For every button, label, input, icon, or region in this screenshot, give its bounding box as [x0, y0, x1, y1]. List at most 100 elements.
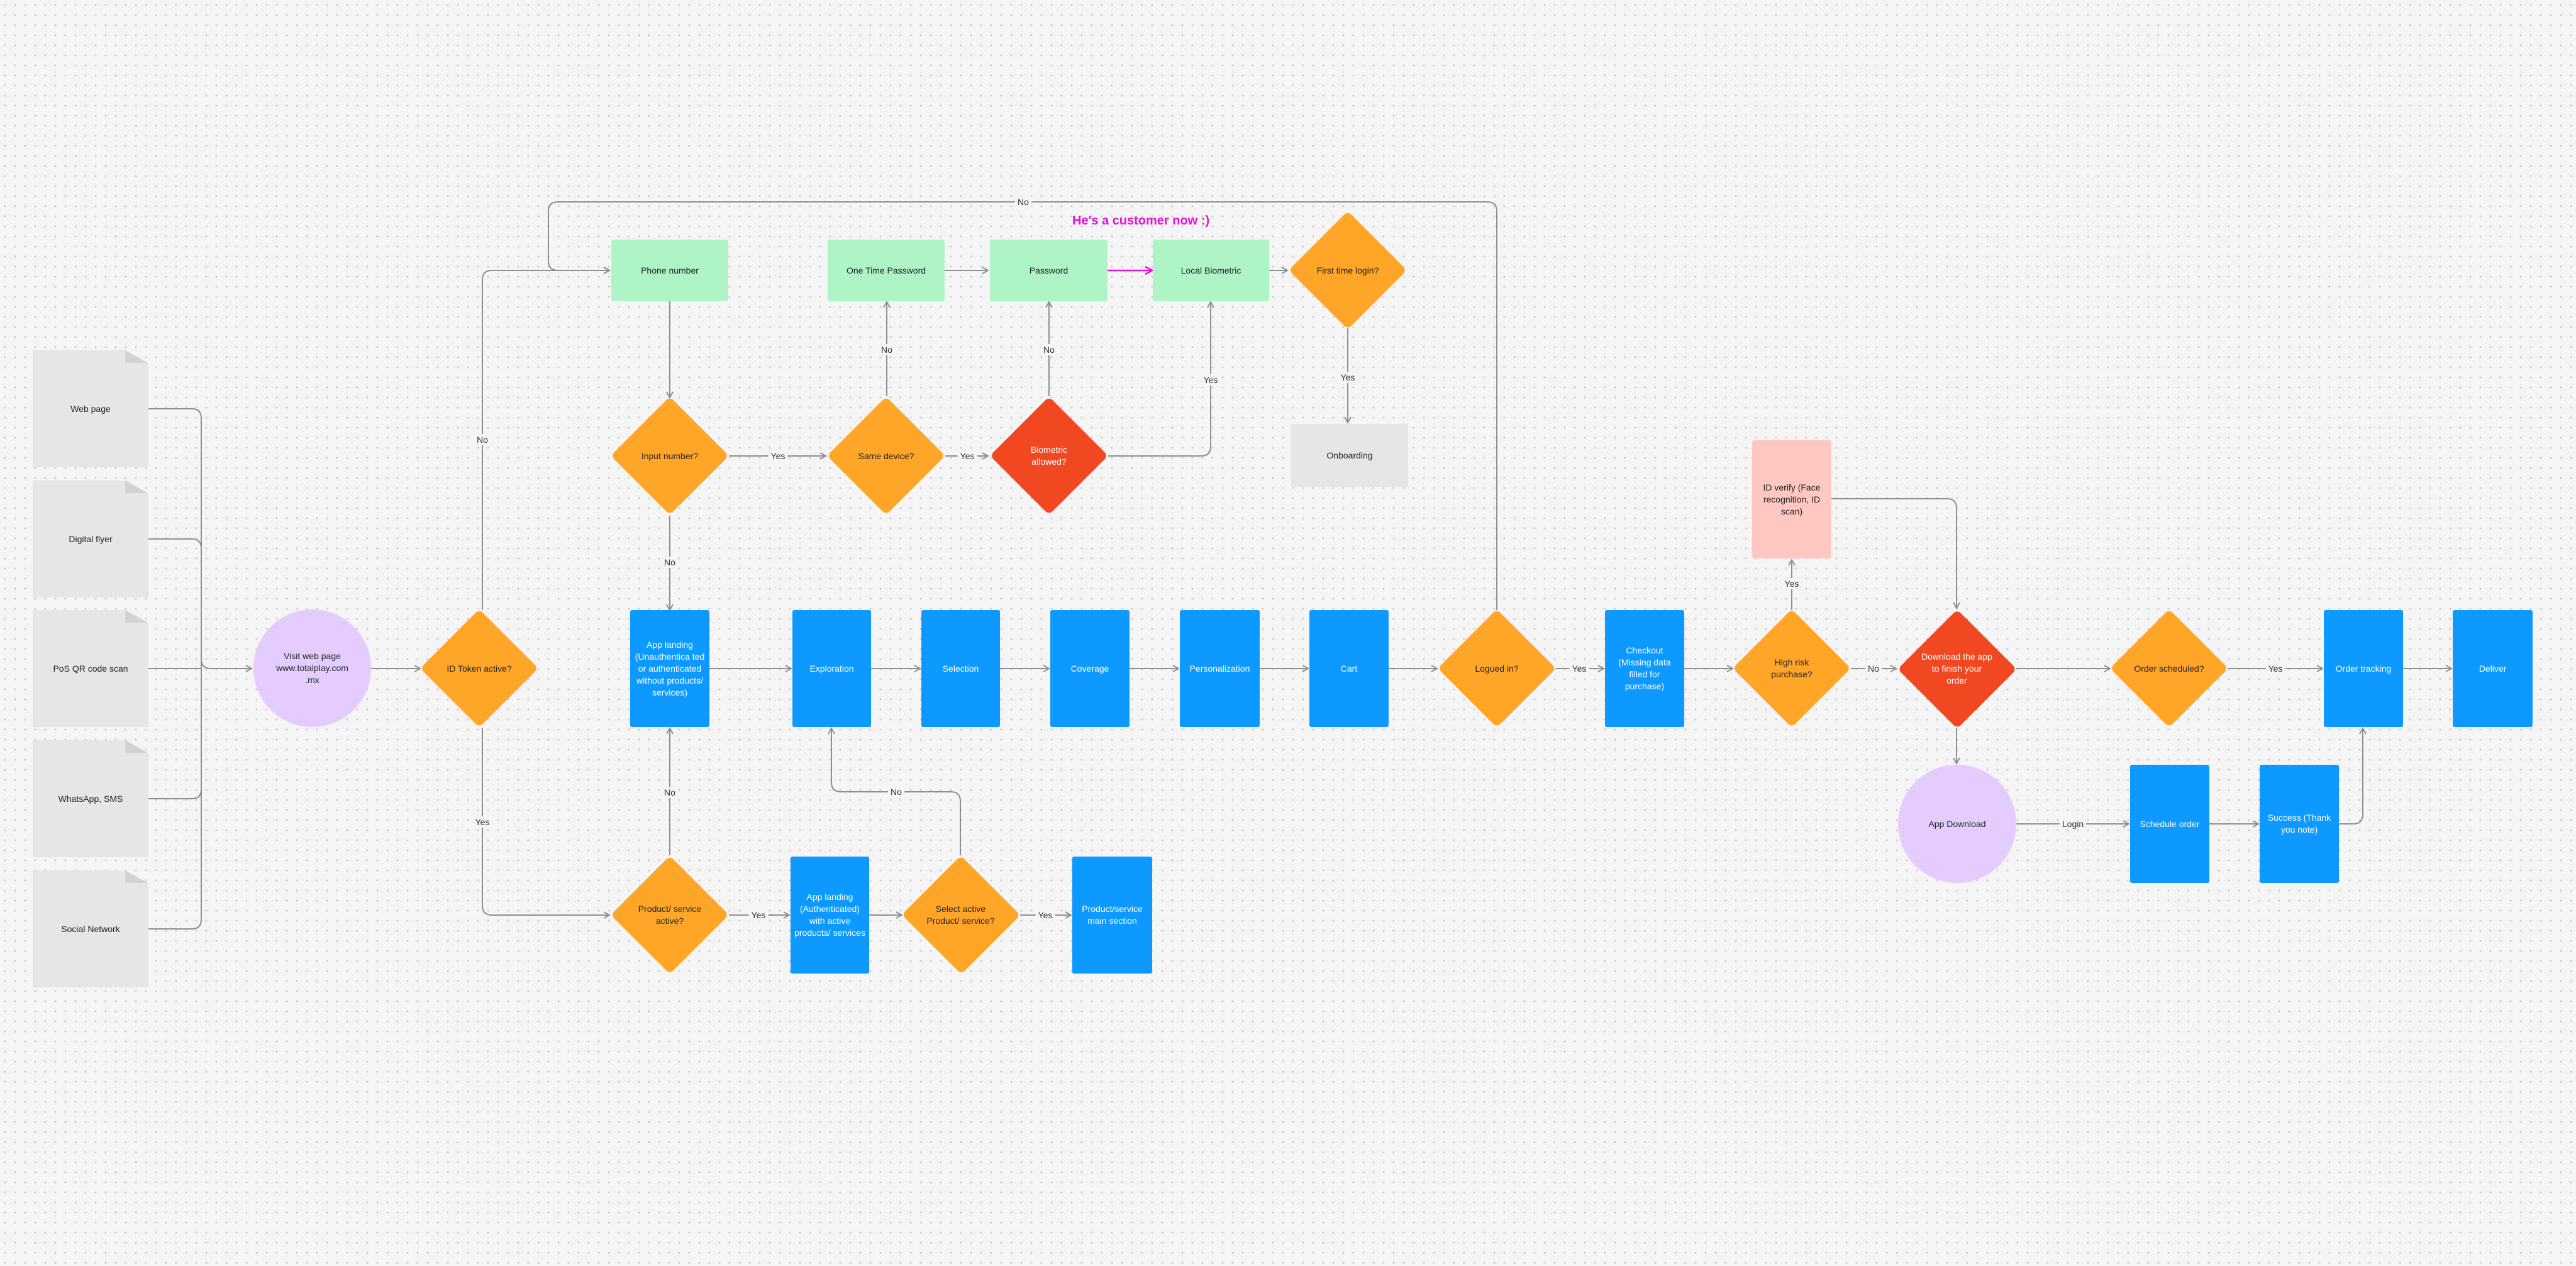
node-label: Download the app to finish your order — [1921, 652, 1992, 686]
node-label: Exploration — [809, 663, 854, 674]
onboarding[interactable]: Onboarding — [1291, 424, 1408, 487]
source-label: Social Network — [61, 923, 120, 934]
decision-id-token[interactable]: ID Token active? — [420, 609, 538, 728]
cart[interactable]: Cart — [1309, 610, 1389, 727]
decision-logged-in[interactable]: Logued in? — [1438, 609, 1556, 728]
app-landing-unauthenticated[interactable]: App landing (Unauthentica ted or authent… — [630, 610, 709, 727]
edge-idtoken-phone — [482, 270, 609, 610]
edge-label-yes: Yes — [1035, 909, 1055, 921]
edge-label-no: No — [888, 786, 904, 797]
edge-label-yes: Yes — [472, 816, 492, 828]
edge-label-yes: Yes — [957, 450, 977, 462]
success-thank-you[interactable]: Success (Thank you note) — [2260, 765, 2339, 883]
edge-label-no: No — [662, 787, 678, 798]
personalization[interactable]: Personalization — [1180, 610, 1260, 727]
decision-order-scheduled[interactable]: Order scheduled? — [2110, 609, 2228, 728]
node-label: Personalization — [1189, 663, 1250, 674]
source-web-page[interactable]: Web page — [33, 350, 148, 467]
edge-label-no: No — [879, 344, 895, 355]
node-label: App landing (Authenticated) with active … — [794, 892, 865, 938]
password[interactable]: Password — [990, 240, 1108, 301]
order-tracking[interactable]: Order tracking — [2324, 610, 2403, 727]
node-label: Cart — [1340, 663, 1358, 674]
source-label: WhatsApp, SMS — [58, 793, 123, 804]
decision-product-active[interactable]: Product/ service active? — [611, 856, 729, 974]
node-label: ID Token active? — [447, 663, 512, 674]
node-label: Product/service main section — [1082, 904, 1143, 926]
node-label: Select active Product/ service? — [926, 904, 995, 926]
decision-biometric-allowed[interactable]: Biometric allowed? — [990, 397, 1108, 515]
customer-headline: He's a customer now :) — [1072, 214, 1210, 228]
decision-high-risk[interactable]: High risk purchase? — [1733, 609, 1851, 728]
phone-number[interactable]: Phone number — [611, 240, 728, 301]
edge-idtoken-product — [482, 728, 609, 915]
edge-label-yes: Yes — [1782, 578, 1802, 589]
decision-input-number[interactable]: Input number? — [611, 397, 729, 515]
product-main-section[interactable]: Product/service main section — [1072, 857, 1152, 974]
edge-idverify-download — [1831, 498, 1957, 608]
edge-webpage-visit — [148, 408, 252, 669]
node-label: Visit web page www.totalplay.com .mx — [276, 651, 348, 685]
edge-label-no: No — [662, 557, 678, 568]
edge-label-yes: Yes — [1569, 663, 1589, 674]
coverage[interactable]: Coverage — [1050, 610, 1130, 727]
node-label: Local Biometric — [1180, 265, 1241, 275]
source-label: Web page — [70, 403, 111, 414]
selection[interactable]: Selection — [921, 610, 1000, 727]
node-label: Success (Thank you note) — [2267, 813, 2331, 835]
edge-success-tracking — [2339, 728, 2363, 825]
edge-label-no: No — [1041, 344, 1057, 355]
node-label: Order tracking — [2335, 663, 2392, 674]
one-time-password[interactable]: One Time Password — [828, 240, 945, 301]
node-label: ID verify (Face recognition, ID scan) — [1763, 482, 1821, 516]
node-label: Selection — [942, 663, 979, 674]
node-label: Password — [1029, 265, 1069, 275]
source-pos-qr[interactable]: PoS QR code scan — [33, 610, 148, 727]
edge-label-no: No — [1865, 663, 1882, 674]
node-label: App Download — [1928, 818, 1986, 829]
deliver[interactable]: Deliver — [2453, 610, 2533, 727]
local-biometric[interactable]: Local Biometric — [1153, 240, 1269, 301]
edge-flyer-visit — [148, 538, 202, 669]
edge-label-no: No — [1015, 196, 1031, 208]
edge-social-visit — [148, 669, 202, 930]
decision-download-app[interactable]: Download the app to finish your order — [1897, 609, 2016, 728]
edge-label-yes: Yes — [768, 450, 788, 462]
app-landing-authenticated[interactable]: App landing (Authenticated) with active … — [791, 857, 869, 974]
node-label: Onboarding — [1326, 450, 1373, 460]
id-verify[interactable]: ID verify (Face recognition, ID scan) — [1752, 440, 1831, 558]
node-label: Biometric allowed? — [1030, 445, 1068, 467]
source-whatsapp[interactable]: WhatsApp, SMS — [33, 740, 148, 857]
source-label: PoS QR code scan — [53, 663, 128, 674]
node-label: Schedule order — [2140, 818, 2200, 829]
node-label: App landing (Unauthentica ted or authent… — [635, 639, 705, 697]
decision-same-device[interactable]: Same device? — [827, 397, 945, 515]
node-label: Deliver — [2479, 663, 2507, 674]
source-label: Digital flyer — [69, 533, 113, 544]
node-label: Same device? — [858, 450, 914, 461]
node-label: First time login? — [1316, 265, 1379, 275]
node-label: Coverage — [1070, 663, 1109, 674]
decision-select-active[interactable]: Select active Product/ service? — [901, 856, 1020, 974]
app-download[interactable]: App Download — [1898, 765, 2016, 883]
edge-label-yes: Yes — [1201, 374, 1221, 386]
schedule-order[interactable]: Schedule order — [2130, 765, 2209, 883]
node-label: Phone number — [641, 265, 699, 275]
visit-web-page[interactable]: Visit web page www.totalplay.com .mx — [253, 609, 371, 727]
decision-first-time-login[interactable]: First time login? — [1289, 211, 1407, 330]
edge-bio-local — [1108, 302, 1211, 457]
source-social-network[interactable]: Social Network — [33, 870, 148, 987]
edge-whatsapp-visit — [148, 669, 202, 799]
edge-label-yes: Yes — [748, 909, 769, 921]
edge-label-login: Login — [2059, 818, 2087, 830]
exploration[interactable]: Exploration — [792, 610, 871, 727]
node-label: Product/ service active? — [638, 904, 702, 926]
source-digital-flyer[interactable]: Digital flyer — [33, 480, 148, 597]
edge-label-no: No — [474, 434, 491, 445]
edge-label-yes: Yes — [2265, 663, 2285, 674]
checkout[interactable]: Checkout (Missing data filled for purcha… — [1605, 610, 1684, 727]
edge-label-yes: Yes — [1338, 372, 1358, 383]
node-label: Input number? — [641, 450, 699, 461]
